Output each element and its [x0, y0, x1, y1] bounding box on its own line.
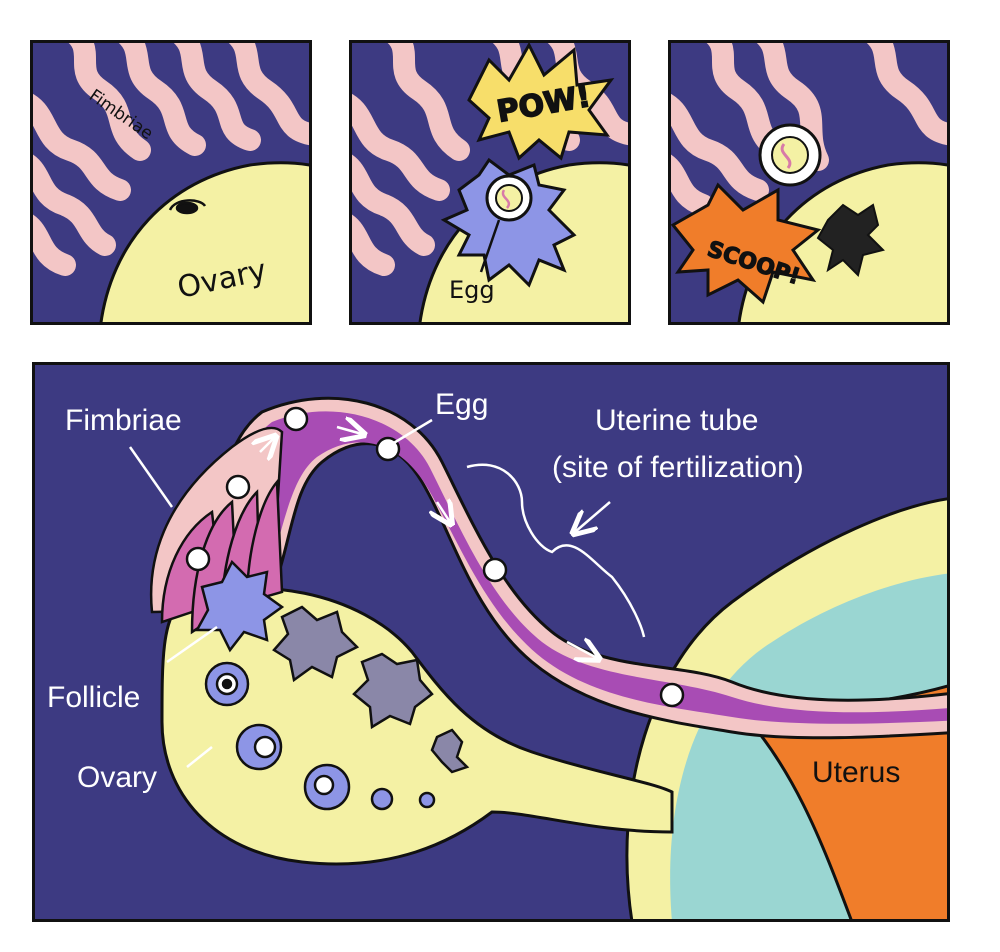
ovary-follicles: [204, 605, 470, 811]
uterine-tube-label: Uterine tube: [595, 404, 758, 437]
ruptured-follicle-splash: [440, 157, 577, 288]
fimbriae-fringe: [149, 426, 284, 635]
comic-panel-3: SCOOP!: [668, 40, 950, 325]
ovary-pointer-line: [186, 746, 213, 768]
egg-path-arrows: [260, 427, 597, 658]
uterus-label: Uterus: [812, 756, 900, 789]
egg-icon: [758, 123, 822, 187]
ovulation-spot-icon: [168, 199, 207, 215]
egg-label: Egg: [435, 388, 488, 421]
scoop-burst: [670, 182, 822, 305]
fimbriae-label: Fimbriae: [65, 404, 182, 437]
pow-burst: [467, 41, 615, 161]
follicle-label: Follicle: [47, 681, 140, 714]
fimbriae-strands: [668, 40, 950, 216]
follicle-pointer-line: [166, 625, 218, 664]
egg-pointer-line: [391, 418, 433, 446]
comic-panel-1: Fimbriae Ovary: [30, 40, 312, 325]
tube-pointer-line: [575, 501, 611, 532]
ovary-shape: [99, 161, 312, 325]
fimbriae-pointer-line: [128, 446, 174, 508]
fimbriae-strands: [30, 40, 312, 276]
ruptured-follicle-shape: [194, 559, 285, 653]
uterine-tube-lumen: [237, 411, 950, 724]
main-diagram: Fimbriae Egg Uterine tube (site of ferti…: [32, 362, 950, 922]
egg-label: Egg: [449, 276, 495, 304]
empty-follicle-icon: [816, 203, 885, 277]
comic-panel-2: POW! Egg: [349, 40, 631, 325]
egg-icon: [485, 174, 533, 222]
tube-bracket-line: [466, 463, 646, 638]
fertilization-site-label: (site of fertilization): [552, 451, 804, 484]
ovary-label: Ovary: [77, 761, 157, 794]
